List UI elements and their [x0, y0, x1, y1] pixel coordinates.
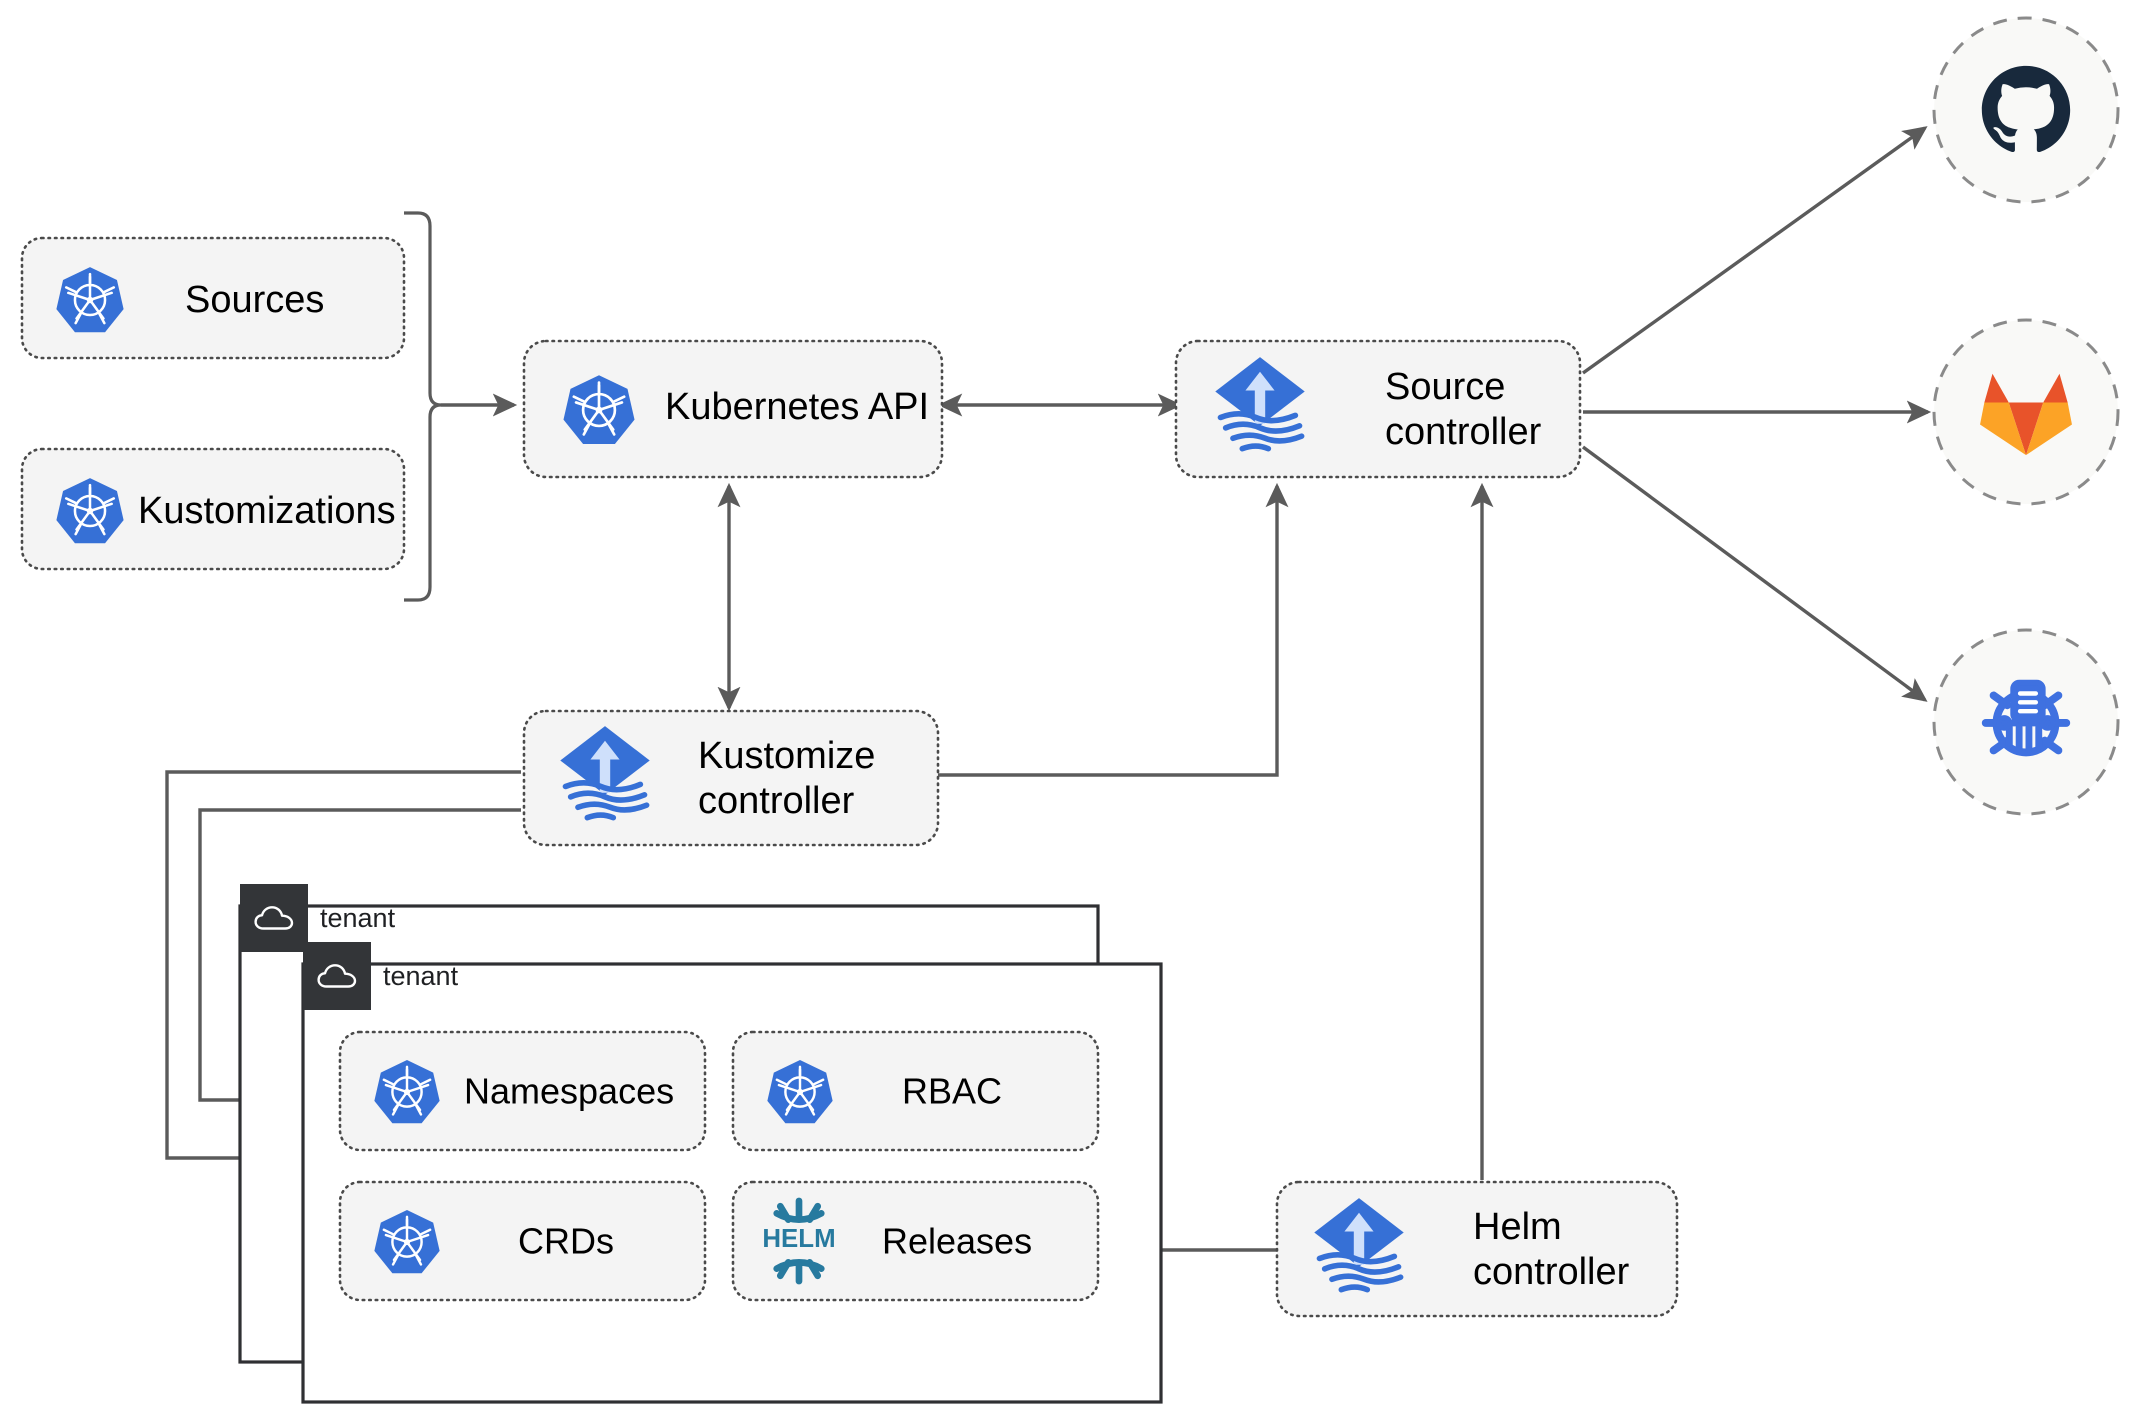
node-label-rbac: RBAC — [902, 1071, 1002, 1112]
node-label-crds: CRDs — [518, 1221, 614, 1262]
node-label-namespaces: Namespaces — [464, 1071, 674, 1112]
node-label-sources: Sources — [185, 279, 324, 321]
node-rbac[interactable]: RBAC — [731, 1030, 1100, 1152]
connector-layer — [165, 126, 1932, 1262]
tenant-label-inner: tenant — [383, 961, 459, 991]
node-kubernetes-api[interactable]: Kubernetes API — [522, 339, 944, 479]
node-sources[interactable]: Sources — [20, 236, 406, 360]
connector-kustomize-to-tenant-1 — [165, 770, 521, 1170]
node-label-source-controller-line2: controller — [1385, 411, 1542, 453]
connector-source-to-github — [1582, 126, 1928, 375]
provider-gitlab[interactable] — [1932, 318, 2120, 506]
node-label-helm-controller-line1: Helm — [1473, 1206, 1562, 1248]
provider-github[interactable] — [1932, 16, 2120, 204]
node-releases[interactable]: Releases — [731, 1180, 1100, 1302]
node-label-source-controller-line1: Source — [1385, 366, 1505, 408]
node-kustomize-controller[interactable]: Kustomize controller — [522, 709, 940, 847]
node-label-kustomizations: Kustomizations — [138, 490, 396, 532]
node-source-controller[interactable]: Source controller — [1174, 339, 1582, 479]
node-label-kustomize-controller-line1: Kustomize — [698, 735, 875, 777]
tenant-panel-inner[interactable]: tenant — [301, 942, 1163, 1404]
node-label-kustomize-controller-line2: controller — [698, 780, 855, 822]
node-helm-controller[interactable]: Helm controller — [1275, 1180, 1679, 1318]
tenant-tab-inner — [303, 942, 371, 1010]
tenant-tab-outer — [240, 884, 308, 952]
connector-kustomize-to-source — [937, 482, 1289, 777]
node-crds[interactable]: CRDs — [338, 1180, 707, 1302]
node-namespaces[interactable]: Namespaces — [338, 1030, 707, 1152]
provider-helm-repository[interactable] — [1932, 628, 2120, 816]
node-label-helm-controller-line2: controller — [1473, 1251, 1630, 1293]
connector-bracket-sources — [404, 211, 442, 602]
node-label-releases: Releases — [882, 1221, 1032, 1262]
node-kustomizations[interactable]: Kustomizations — [20, 447, 406, 571]
node-label-kubernetes-api: Kubernetes API — [665, 386, 929, 428]
tenant-label-outer: tenant — [320, 903, 396, 933]
connector-source-to-helmrepo — [1581, 445, 1928, 702]
